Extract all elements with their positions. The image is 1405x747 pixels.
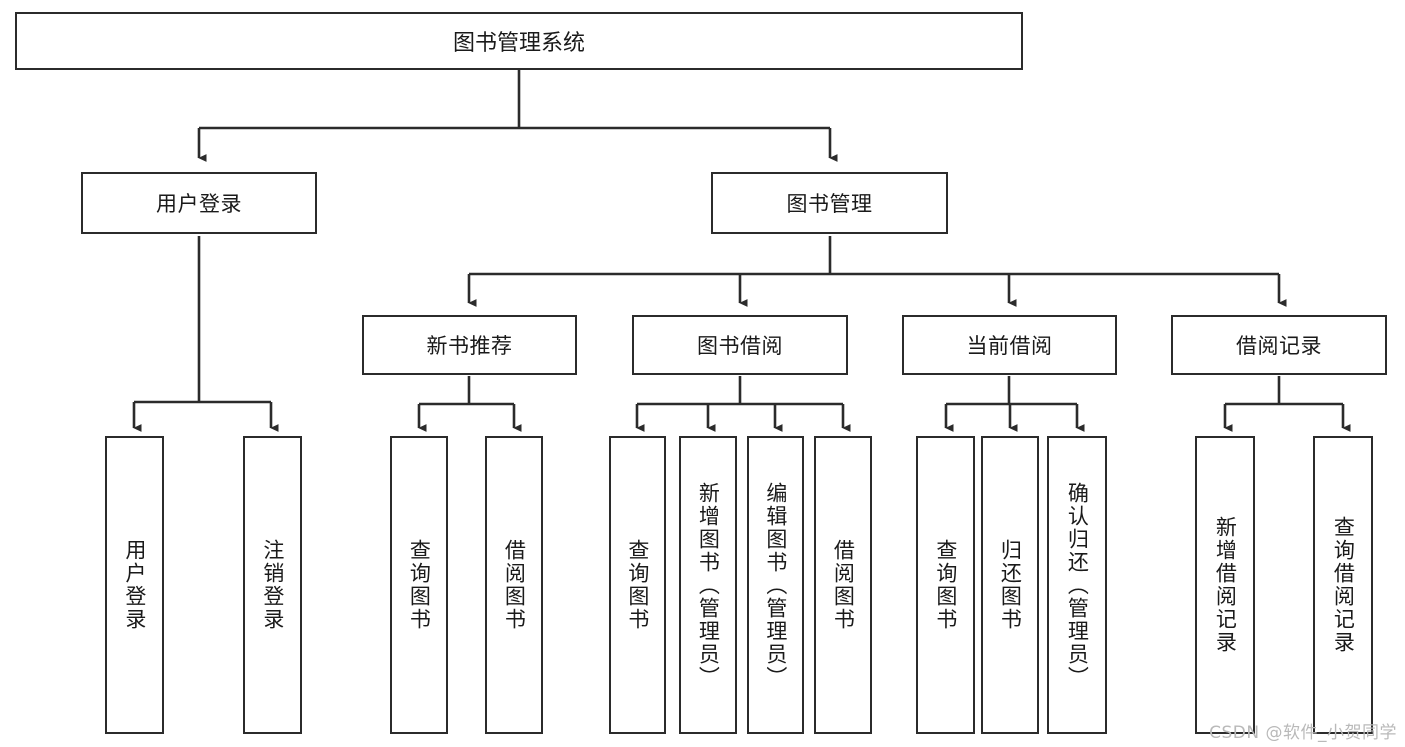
node-label: 图书借阅 [697, 334, 783, 358]
leaf-record-query-record[interactable]: 查询借阅记录 [1313, 436, 1373, 734]
node-label: 查询借阅记录 [1331, 516, 1356, 654]
node-label: 归还图书 [998, 539, 1023, 631]
leaf-borrow-borrow-book[interactable]: 借阅图书 [814, 436, 872, 734]
node-label: 查询图书 [933, 539, 958, 631]
node-label: 编辑图书（管理员） [763, 481, 788, 689]
node-label: 查询图书 [625, 539, 650, 631]
leaf-record-add-record[interactable]: 新增借阅记录 [1195, 436, 1255, 734]
leaf-current-return-book[interactable]: 归还图书 [981, 436, 1039, 734]
node-label: 用户登录 [122, 539, 147, 631]
leaf-user-login-logout[interactable]: 注销登录 [243, 436, 302, 734]
node-label: 图书管理 [786, 192, 873, 216]
node-borrow-record[interactable]: 借阅记录 [1171, 315, 1387, 375]
node-label: 注销登录 [260, 539, 285, 631]
node-current-borrow[interactable]: 当前借阅 [902, 315, 1117, 375]
node-label: 查询图书 [407, 539, 432, 631]
node-label: 借阅记录 [1236, 334, 1322, 358]
node-new-book-recommend[interactable]: 新书推荐 [362, 315, 577, 375]
node-label: 确认归还（管理员） [1065, 481, 1090, 689]
node-label: 借阅图书 [831, 539, 856, 631]
watermark: CSDN @软件_小贺同学 [1209, 723, 1397, 743]
leaf-borrow-add-book[interactable]: 新增图书（管理员） [679, 436, 737, 734]
node-label: 新增图书（管理员） [696, 481, 721, 689]
node-book-management[interactable]: 图书管理 [711, 172, 948, 234]
node-book-borrow[interactable]: 图书借阅 [632, 315, 848, 375]
leaf-current-confirm-return[interactable]: 确认归还（管理员） [1047, 436, 1107, 734]
node-label: 新书推荐 [426, 334, 513, 358]
leaf-recommend-borrow-book[interactable]: 借阅图书 [485, 436, 543, 734]
leaf-user-login-login[interactable]: 用户登录 [105, 436, 164, 734]
node-label: 图书管理系统 [452, 31, 585, 56]
node-root-system[interactable]: 图书管理系统 [15, 12, 1023, 70]
leaf-recommend-query-book[interactable]: 查询图书 [390, 436, 448, 734]
leaf-current-query-book[interactable]: 查询图书 [916, 436, 975, 734]
node-label: 当前借阅 [966, 334, 1053, 358]
node-label: 新增借阅记录 [1213, 516, 1238, 654]
node-label: 用户登录 [156, 192, 242, 216]
node-label: 借阅图书 [502, 539, 527, 631]
leaf-borrow-query-book[interactable]: 查询图书 [609, 436, 666, 734]
node-user-login[interactable]: 用户登录 [81, 172, 317, 234]
leaf-borrow-edit-book[interactable]: 编辑图书（管理员） [747, 436, 804, 734]
